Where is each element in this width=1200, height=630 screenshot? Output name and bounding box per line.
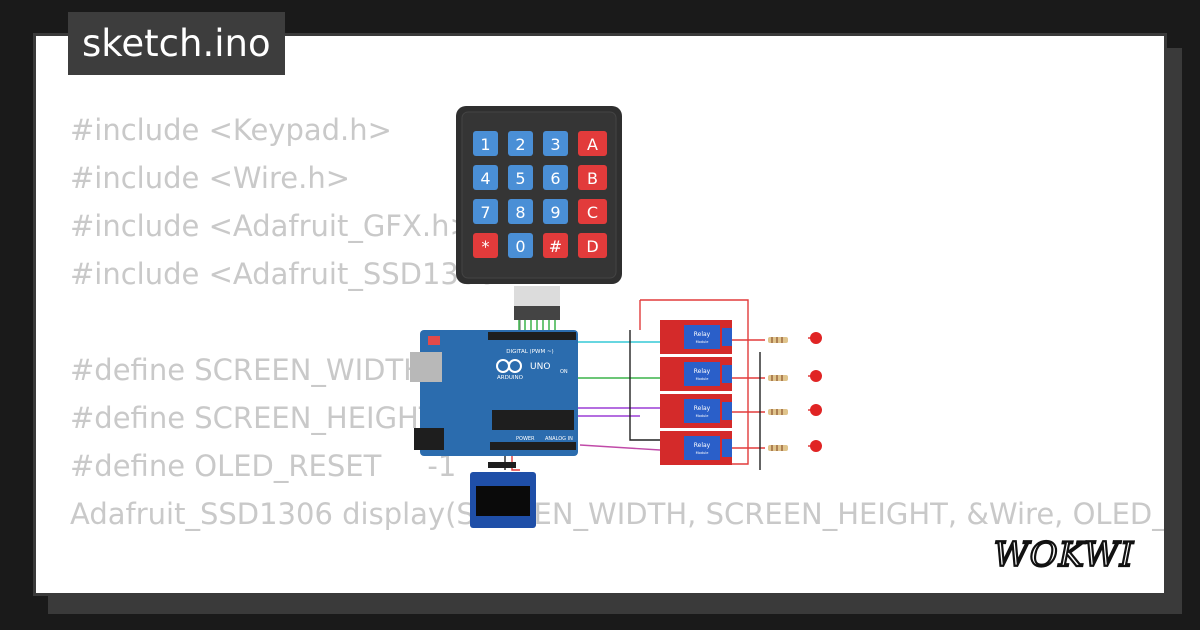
leds: [810, 332, 822, 452]
svg-text:Relay: Relay: [694, 368, 711, 375]
code-line: #define OLED_RESET -1: [70, 449, 457, 483]
svg-text:WOKWI: WOKWI: [994, 535, 1134, 574]
svg-text:ON: ON: [560, 369, 568, 375]
keypad-key-hash[interactable]: #: [543, 233, 568, 258]
svg-text:7: 7: [480, 203, 490, 222]
wokwi-logo: WOKWI: [993, 534, 1135, 574]
svg-text:POWER: POWER: [516, 436, 535, 442]
svg-text:A: A: [587, 135, 598, 154]
svg-text:UNO: UNO: [530, 362, 550, 372]
keypad-keys: 1 2 3 A 4 5 6 B 7 8 9 C * 0 # D: [473, 131, 607, 258]
keypad-key-c[interactable]: C: [578, 199, 607, 224]
oled-display[interactable]: [470, 462, 536, 528]
keypad-key-d[interactable]: D: [578, 233, 607, 258]
red-led[interactable]: [810, 440, 822, 452]
keypad-key-1[interactable]: 1: [473, 131, 498, 156]
svg-text:C: C: [587, 203, 598, 222]
svg-text:Module: Module: [696, 340, 709, 344]
svg-text:Module: Module: [696, 414, 709, 418]
svg-text:3: 3: [550, 135, 560, 154]
keypad-key-a[interactable]: A: [578, 131, 607, 156]
relay-module-1[interactable]: Relay Module: [660, 320, 732, 354]
resistor[interactable]: [768, 445, 788, 451]
keypad-key-5[interactable]: 5: [508, 165, 533, 190]
svg-text:*: *: [482, 237, 490, 256]
resistor[interactable]: [768, 409, 788, 415]
keypad-ribbon-connector: [514, 286, 560, 332]
keypad-key-3[interactable]: 3: [543, 131, 568, 156]
svg-text:Relay: Relay: [694, 331, 711, 338]
red-led[interactable]: [810, 332, 822, 344]
svg-text:#: #: [549, 237, 562, 256]
svg-text:Relay: Relay: [694, 442, 711, 449]
svg-text:B: B: [587, 169, 598, 188]
file-tab[interactable]: sketch.ino: [68, 12, 285, 75]
svg-text:DIGITAL (PWM ~): DIGITAL (PWM ~): [506, 349, 553, 355]
svg-text:2: 2: [515, 135, 525, 154]
arduino-uno-board[interactable]: DIGITAL (PWM ~) UNO ARDUINO ON POWER ANA…: [410, 330, 578, 456]
circuit-diagram: 1 2 3 A 4 5 6 B 7 8 9 C * 0 # D DIG: [410, 106, 822, 528]
svg-text:9: 9: [550, 203, 560, 222]
resistor[interactable]: [768, 375, 788, 381]
keypad-key-8[interactable]: 8: [508, 199, 533, 224]
keypad-key-star[interactable]: *: [473, 233, 498, 258]
svg-text:ARDUINO: ARDUINO: [497, 375, 524, 381]
relay-module-3[interactable]: Relay Module: [660, 394, 732, 428]
svg-text:Module: Module: [696, 377, 709, 381]
code-line: #include <Adafruit_GFX.h>: [70, 209, 474, 243]
resistor[interactable]: [768, 337, 788, 343]
svg-text:Relay: Relay: [694, 405, 711, 412]
svg-text:Module: Module: [696, 451, 709, 455]
svg-text:8: 8: [515, 203, 525, 222]
keypad-key-7[interactable]: 7: [473, 199, 498, 224]
keypad-key-0[interactable]: 0: [508, 233, 533, 258]
arduino-infinity-logo: [496, 359, 522, 373]
file-tab-label: sketch.ino: [82, 22, 271, 65]
svg-text:0: 0: [515, 237, 525, 256]
code-line: #include <Keypad.h>: [70, 113, 392, 147]
resistors: [768, 337, 788, 451]
svg-text:4: 4: [480, 169, 490, 188]
red-led[interactable]: [810, 370, 822, 382]
svg-text:ANALOG IN: ANALOG IN: [545, 436, 573, 442]
code-line: #include <Wire.h>: [70, 161, 351, 195]
relay-module-4[interactable]: Relay Module: [660, 431, 732, 465]
red-led[interactable]: [810, 404, 822, 416]
relay-module-2[interactable]: Relay Module: [660, 357, 732, 391]
svg-text:5: 5: [515, 169, 525, 188]
svg-text:6: 6: [550, 169, 560, 188]
svg-text:1: 1: [480, 135, 490, 154]
keypad-key-6[interactable]: 6: [543, 165, 568, 190]
svg-text:D: D: [586, 237, 598, 256]
code-line: const char UNLOCK_PIN[] = "1234";: [70, 586, 1164, 593]
keypad-key-4[interactable]: 4: [473, 165, 498, 190]
keypad-key-9[interactable]: 9: [543, 199, 568, 224]
keypad-key-b[interactable]: B: [578, 165, 607, 190]
keypad-key-2[interactable]: 2: [508, 131, 533, 156]
keypad[interactable]: 1 2 3 A 4 5 6 B 7 8 9 C * 0 # D: [456, 106, 622, 332]
